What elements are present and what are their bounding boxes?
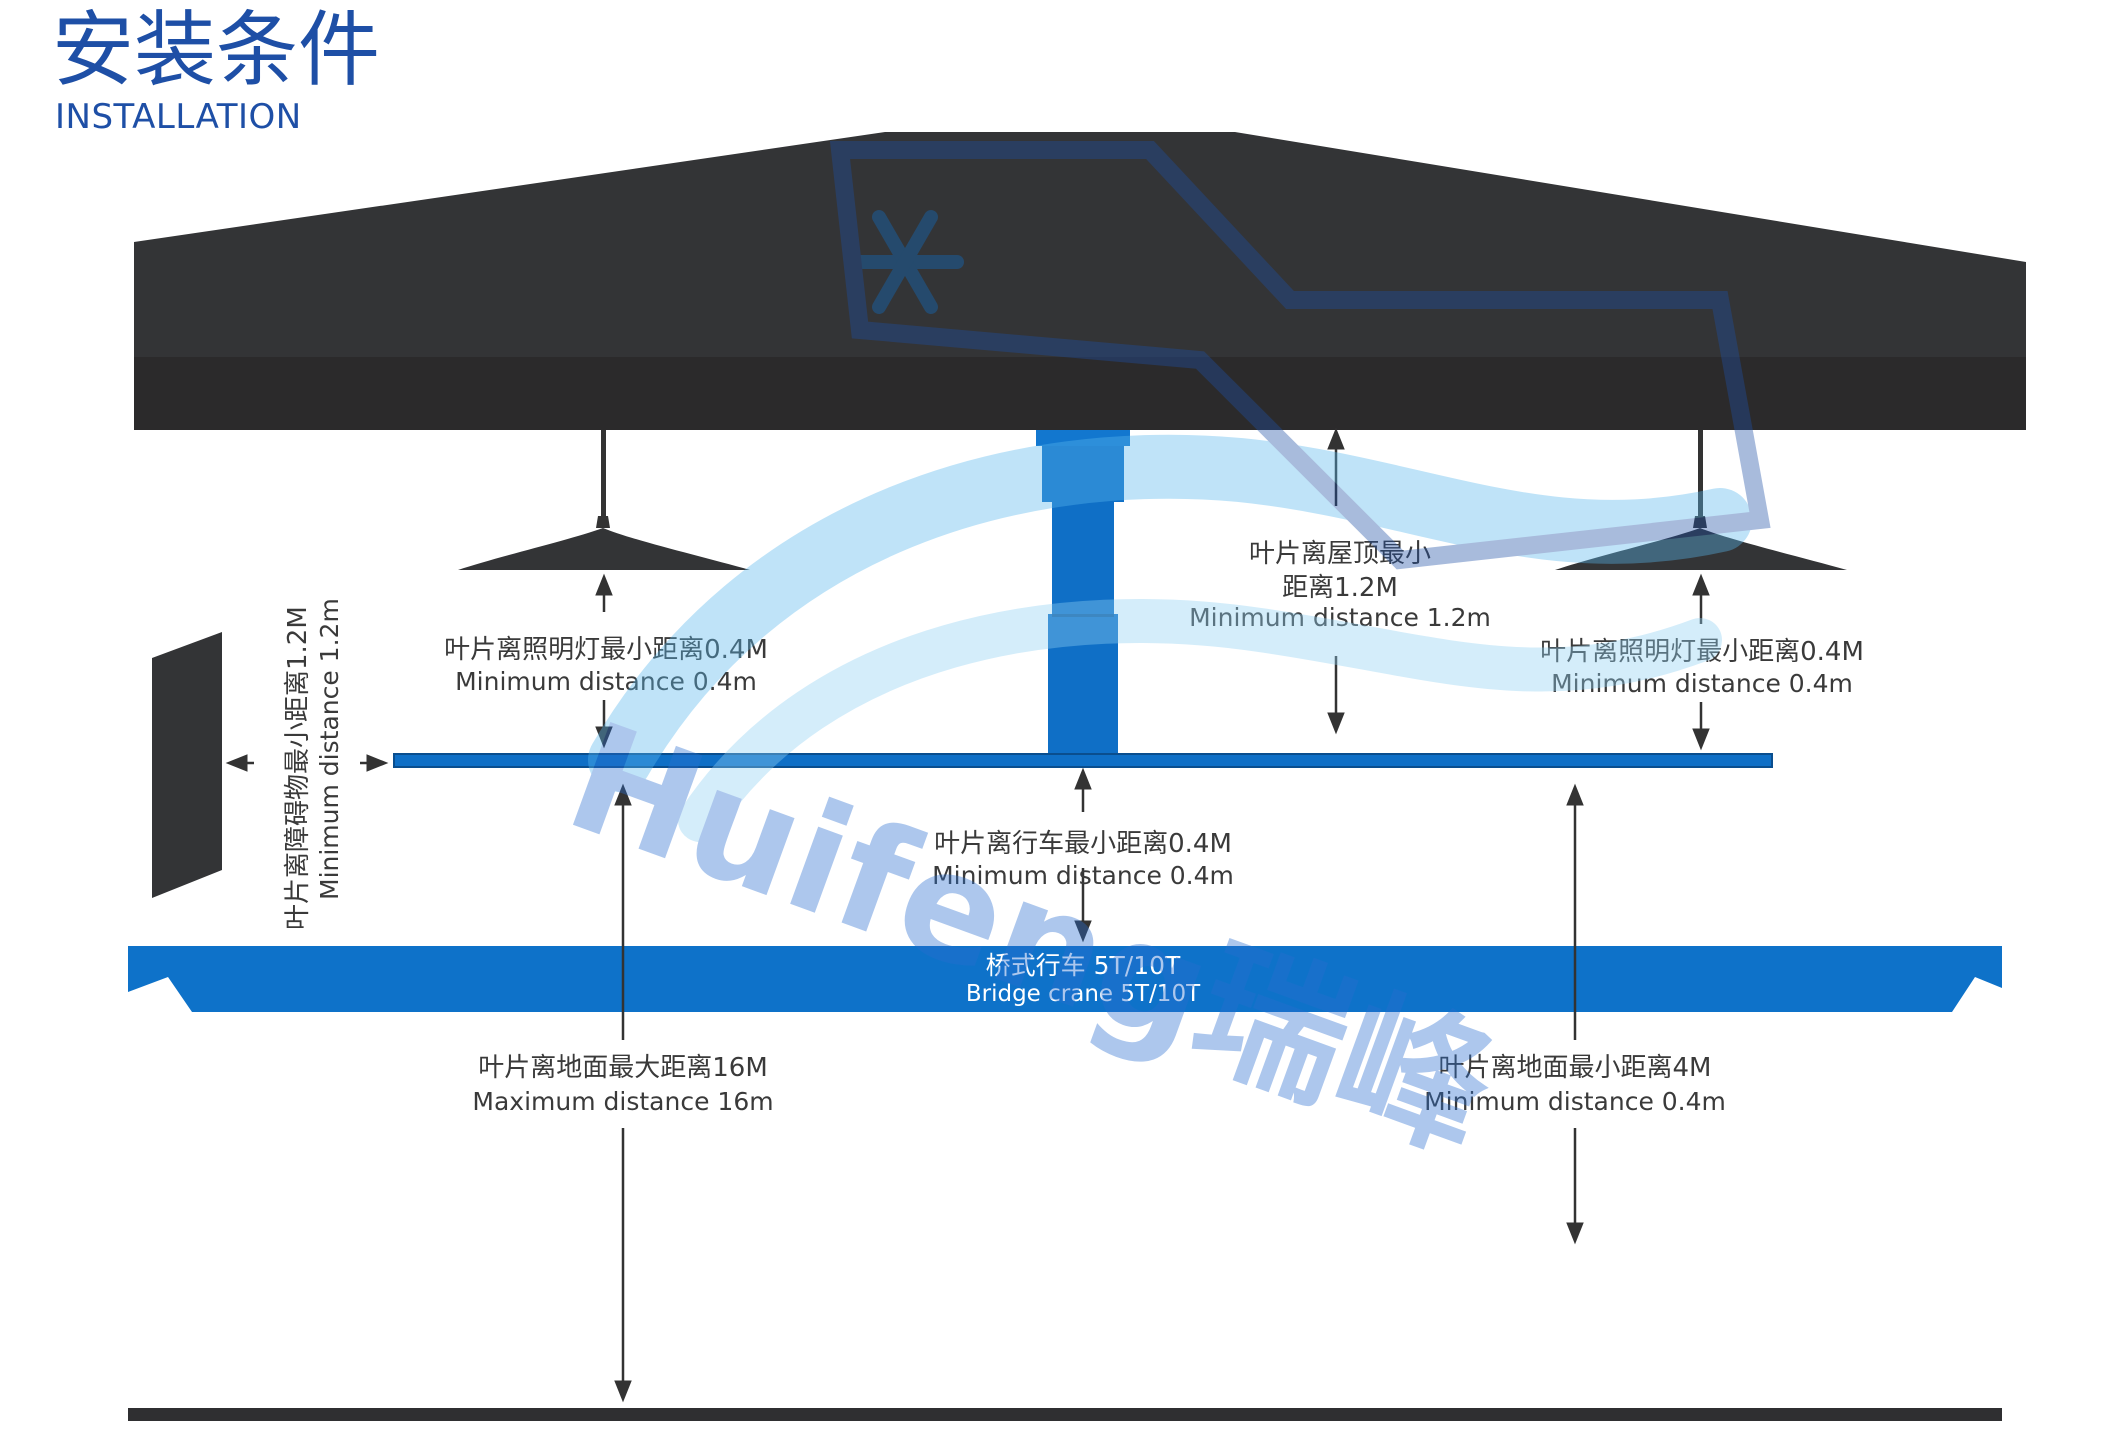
page-subtitle: INSTALLATION — [55, 97, 302, 137]
watermark-frame — [829, 141, 1771, 570]
page-title: 安装条件 — [52, 3, 380, 98]
obstacle-label-en: Minimum distance 1.2m — [315, 598, 344, 900]
roof-label-cn-1: 叶片离屋顶最小 — [1249, 539, 1431, 569]
fan — [393, 430, 1773, 768]
roof-label-en: Minimum distance 1.2m — [1189, 603, 1491, 632]
obstacle-label-cn: 叶片离障碍物最小距离1.2M — [283, 606, 313, 930]
light-left-label-cn: 叶片离照明灯最小距离0.4M — [444, 635, 768, 665]
crane-label-cn: 桥式行车 5T/10T — [986, 951, 1181, 980]
dimension-arrows — [225, 427, 1710, 1403]
ground-max-label-cn: 叶片离地面最大距离16M — [478, 1053, 768, 1083]
light-left-label-en: Minimum distance 0.4m — [455, 667, 757, 696]
bridge-crane — [128, 946, 2002, 1012]
crane-label-en: Bridge crane 5T/10T — [966, 981, 1201, 1007]
crane-gap-label-cn: 叶片离行车最小距离0.4M — [934, 829, 1232, 859]
light-right-label-cn: 叶片离照明灯最小距离0.4M — [1540, 637, 1864, 667]
light-right-label-en: Minimum distance 0.4m — [1551, 669, 1853, 698]
wall-obstacle — [152, 632, 222, 898]
watermark-swoosh-1 — [588, 434, 1752, 792]
roof — [134, 132, 2026, 430]
ground-min-label-en: Minimum distance 0.4m — [1424, 1087, 1726, 1116]
light-fixture-left — [458, 430, 750, 570]
ground-max-label-en: Maximum distance 16m — [472, 1087, 773, 1116]
ground-min-label-cn: 叶片离地面最小距离4M — [1439, 1053, 1712, 1083]
snowflake-icon — [846, 210, 964, 314]
ground-line — [128, 1408, 2002, 1421]
obstacle-label: 叶片离障碍物最小距离1.2M Minimum distance 1.2m — [283, 598, 344, 930]
crane-gap-label-en: Minimum distance 0.4m — [932, 861, 1234, 890]
watermark-swoosh-2 — [678, 598, 1722, 842]
light-fixture-right — [1555, 430, 1847, 570]
roof-label-cn-2: 距离1.2M — [1282, 573, 1398, 603]
